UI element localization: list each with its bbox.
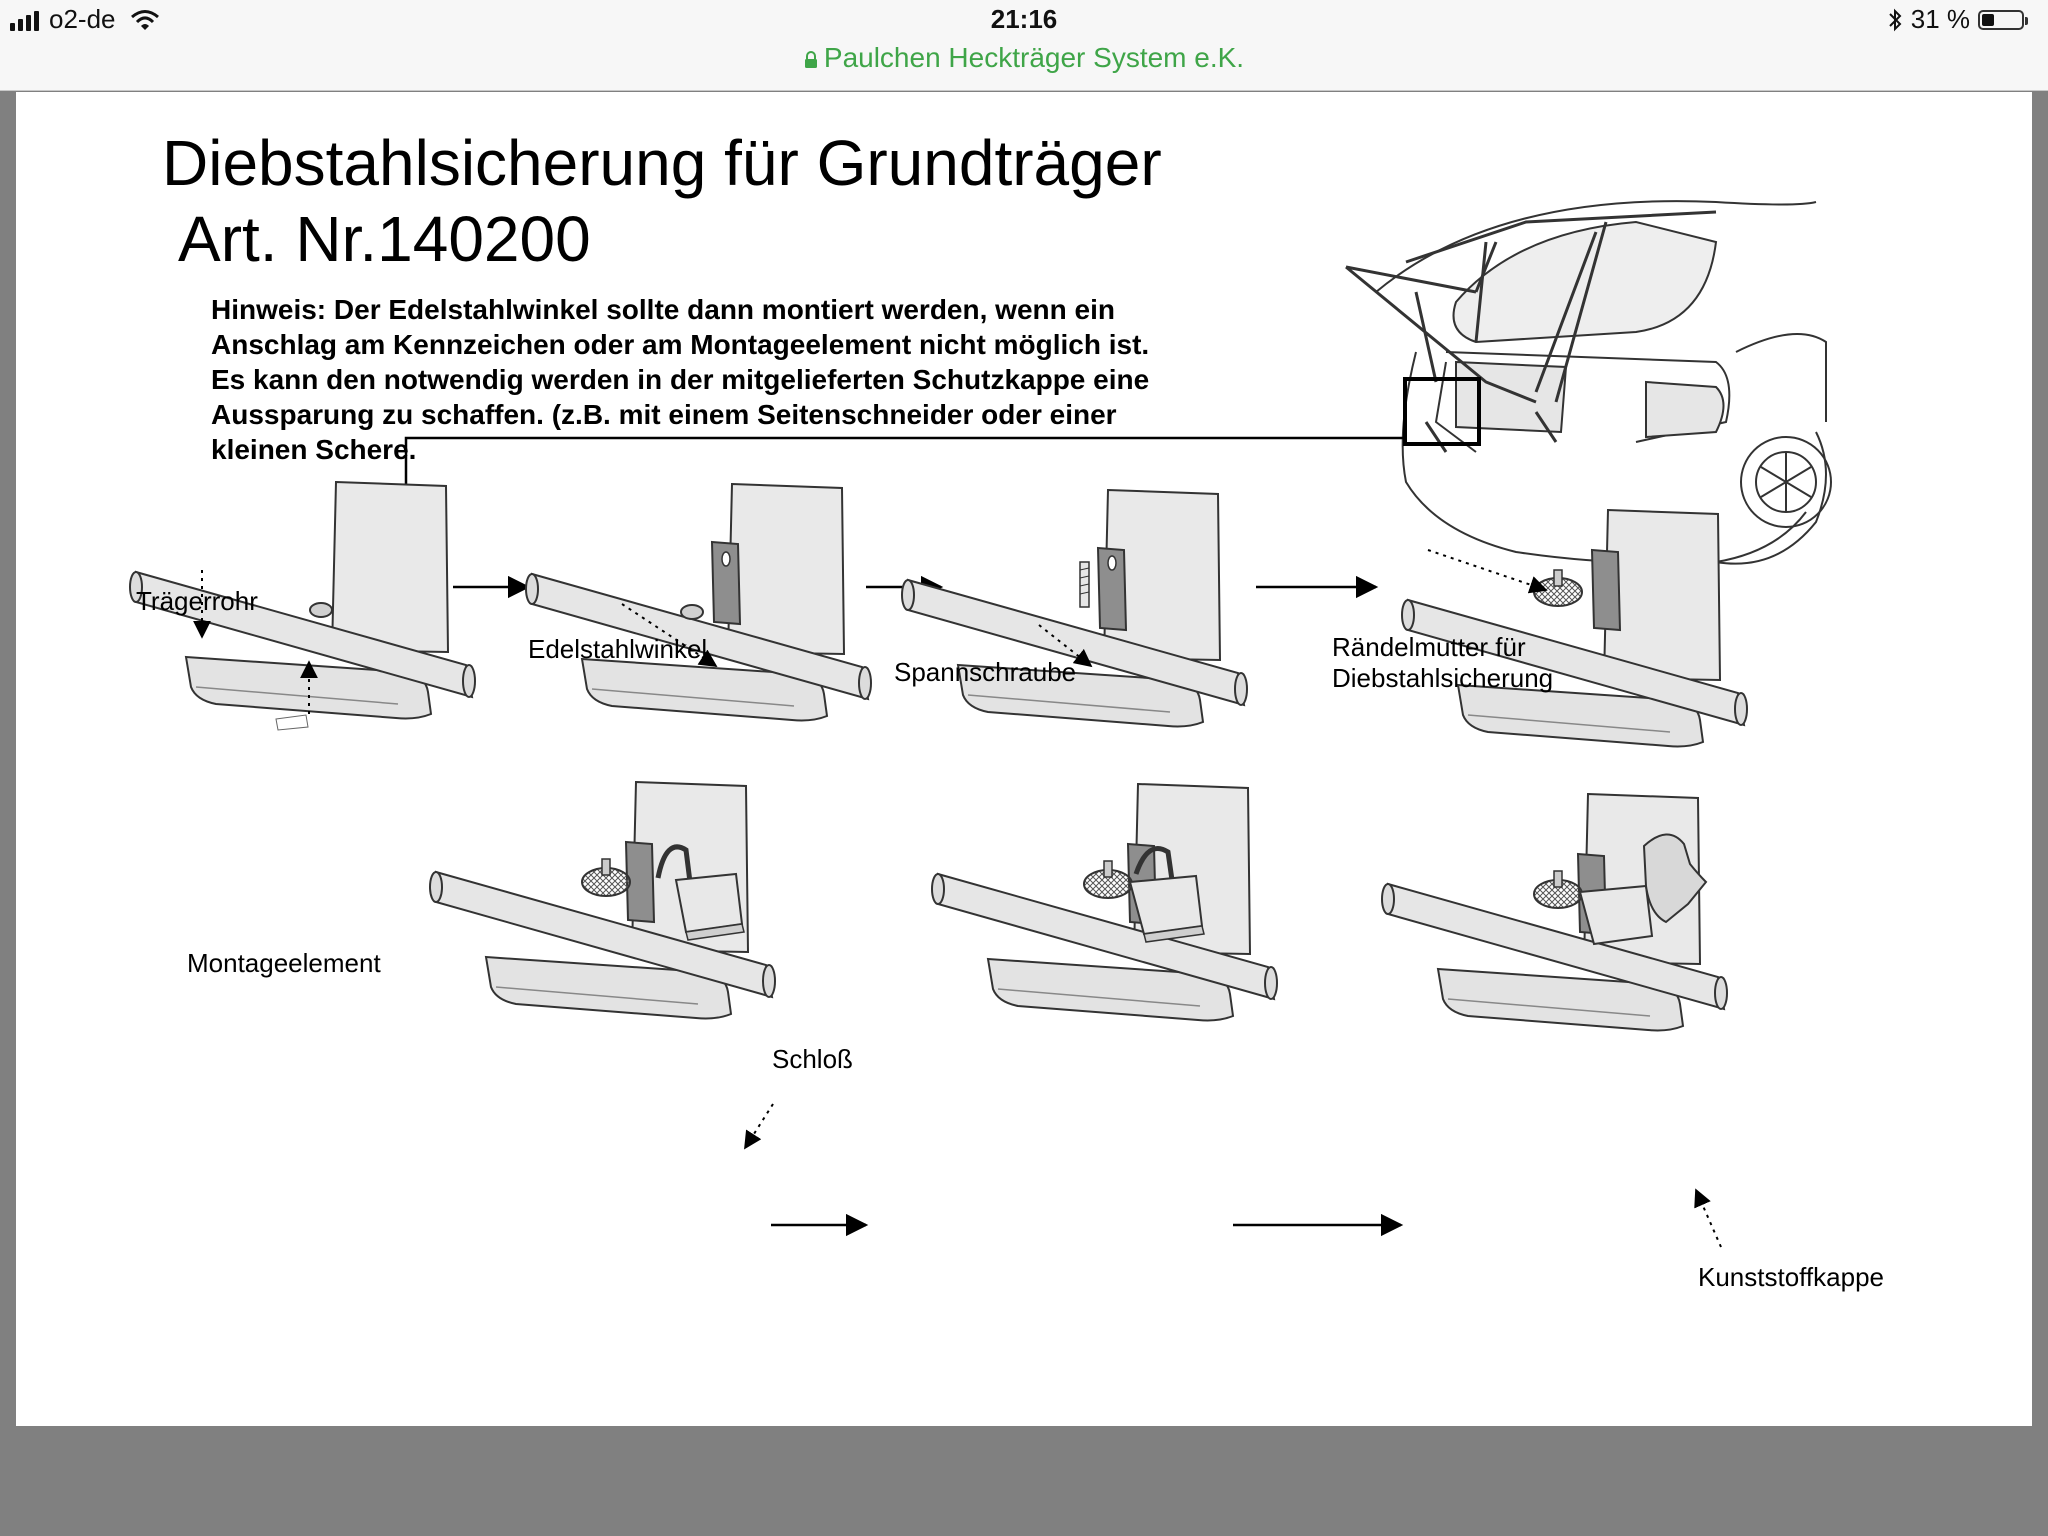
document-title: Diebstahlsicherung für Grundträger [162,127,1162,199]
step-1-drawing [129,481,476,731]
step-3-drawing [901,489,1248,728]
step-4-drawing [1401,509,1748,748]
label-raendelmutter-1: Rändelmutter für [1332,632,1526,662]
step-7-drawing [1381,793,1728,1032]
carrier-group: o2-de [10,4,160,35]
note-line: Es kann den notwendig werden in der mitg… [211,364,1150,395]
note-line: Aussparung zu schaffen. (z.B. mit einem … [211,399,1117,430]
url-bar[interactable]: Paulchen Heckträger System e.K. [0,42,2048,74]
label-raendelmutter-2: Diebstahlsicherung [1332,663,1554,693]
detail-highlight-box [1403,377,1481,446]
note-line: Hinweis: Der Edelstahlwinkel sollte dann… [211,294,1115,325]
document-subtitle: Art. Nr.140200 [178,203,591,275]
note-line: kleinen Schere. [211,434,417,465]
document-page[interactable]: Diebstahlsicherung für Grundträger Art. … [16,92,2032,1426]
viewer-background [0,1426,2048,1536]
status-right-group: 31 % [1887,4,2028,35]
label-schloss: Schloß [772,1044,853,1074]
label-montageelement: Montageelement [187,948,381,978]
assembly-illustration [129,200,1832,1248]
site-title: Paulchen Heckträger System e.K. [823,42,1245,73]
browser-top-bar: o2-de 21:16 31 % Paulchen Heckträger Sys… [0,0,2048,91]
battery-percent: 31 % [1910,4,1970,34]
step-2-drawing [525,483,872,722]
signal-icon [10,9,39,31]
step-5-drawing [429,781,776,1020]
wifi-icon [130,9,159,30]
car-with-rack-drawing [1345,200,1832,565]
label-kunststoffkappe: Kunststoffkappe [1698,1262,1884,1292]
note-paragraph: Hinweis: Der Edelstahlwinkel sollte dann… [211,292,1251,467]
callout-line [394,436,1405,530]
status-time: 21:16 [990,4,1058,34]
label-spannschraube: Spannschraube [894,657,1077,687]
lock-icon [804,50,817,68]
battery-icon [1978,9,2028,30]
step-6-drawing [931,783,1278,1022]
bluetooth-icon [1889,8,1902,31]
label-traegerrohr: Trägerrohr [136,586,258,616]
carrier-name: o2-de [49,4,116,34]
label-edelstahlwinkel: Edelstahlwinkel [528,634,708,664]
note-line: Anschlag am Kennzeichen oder am Montagee… [211,329,1150,360]
